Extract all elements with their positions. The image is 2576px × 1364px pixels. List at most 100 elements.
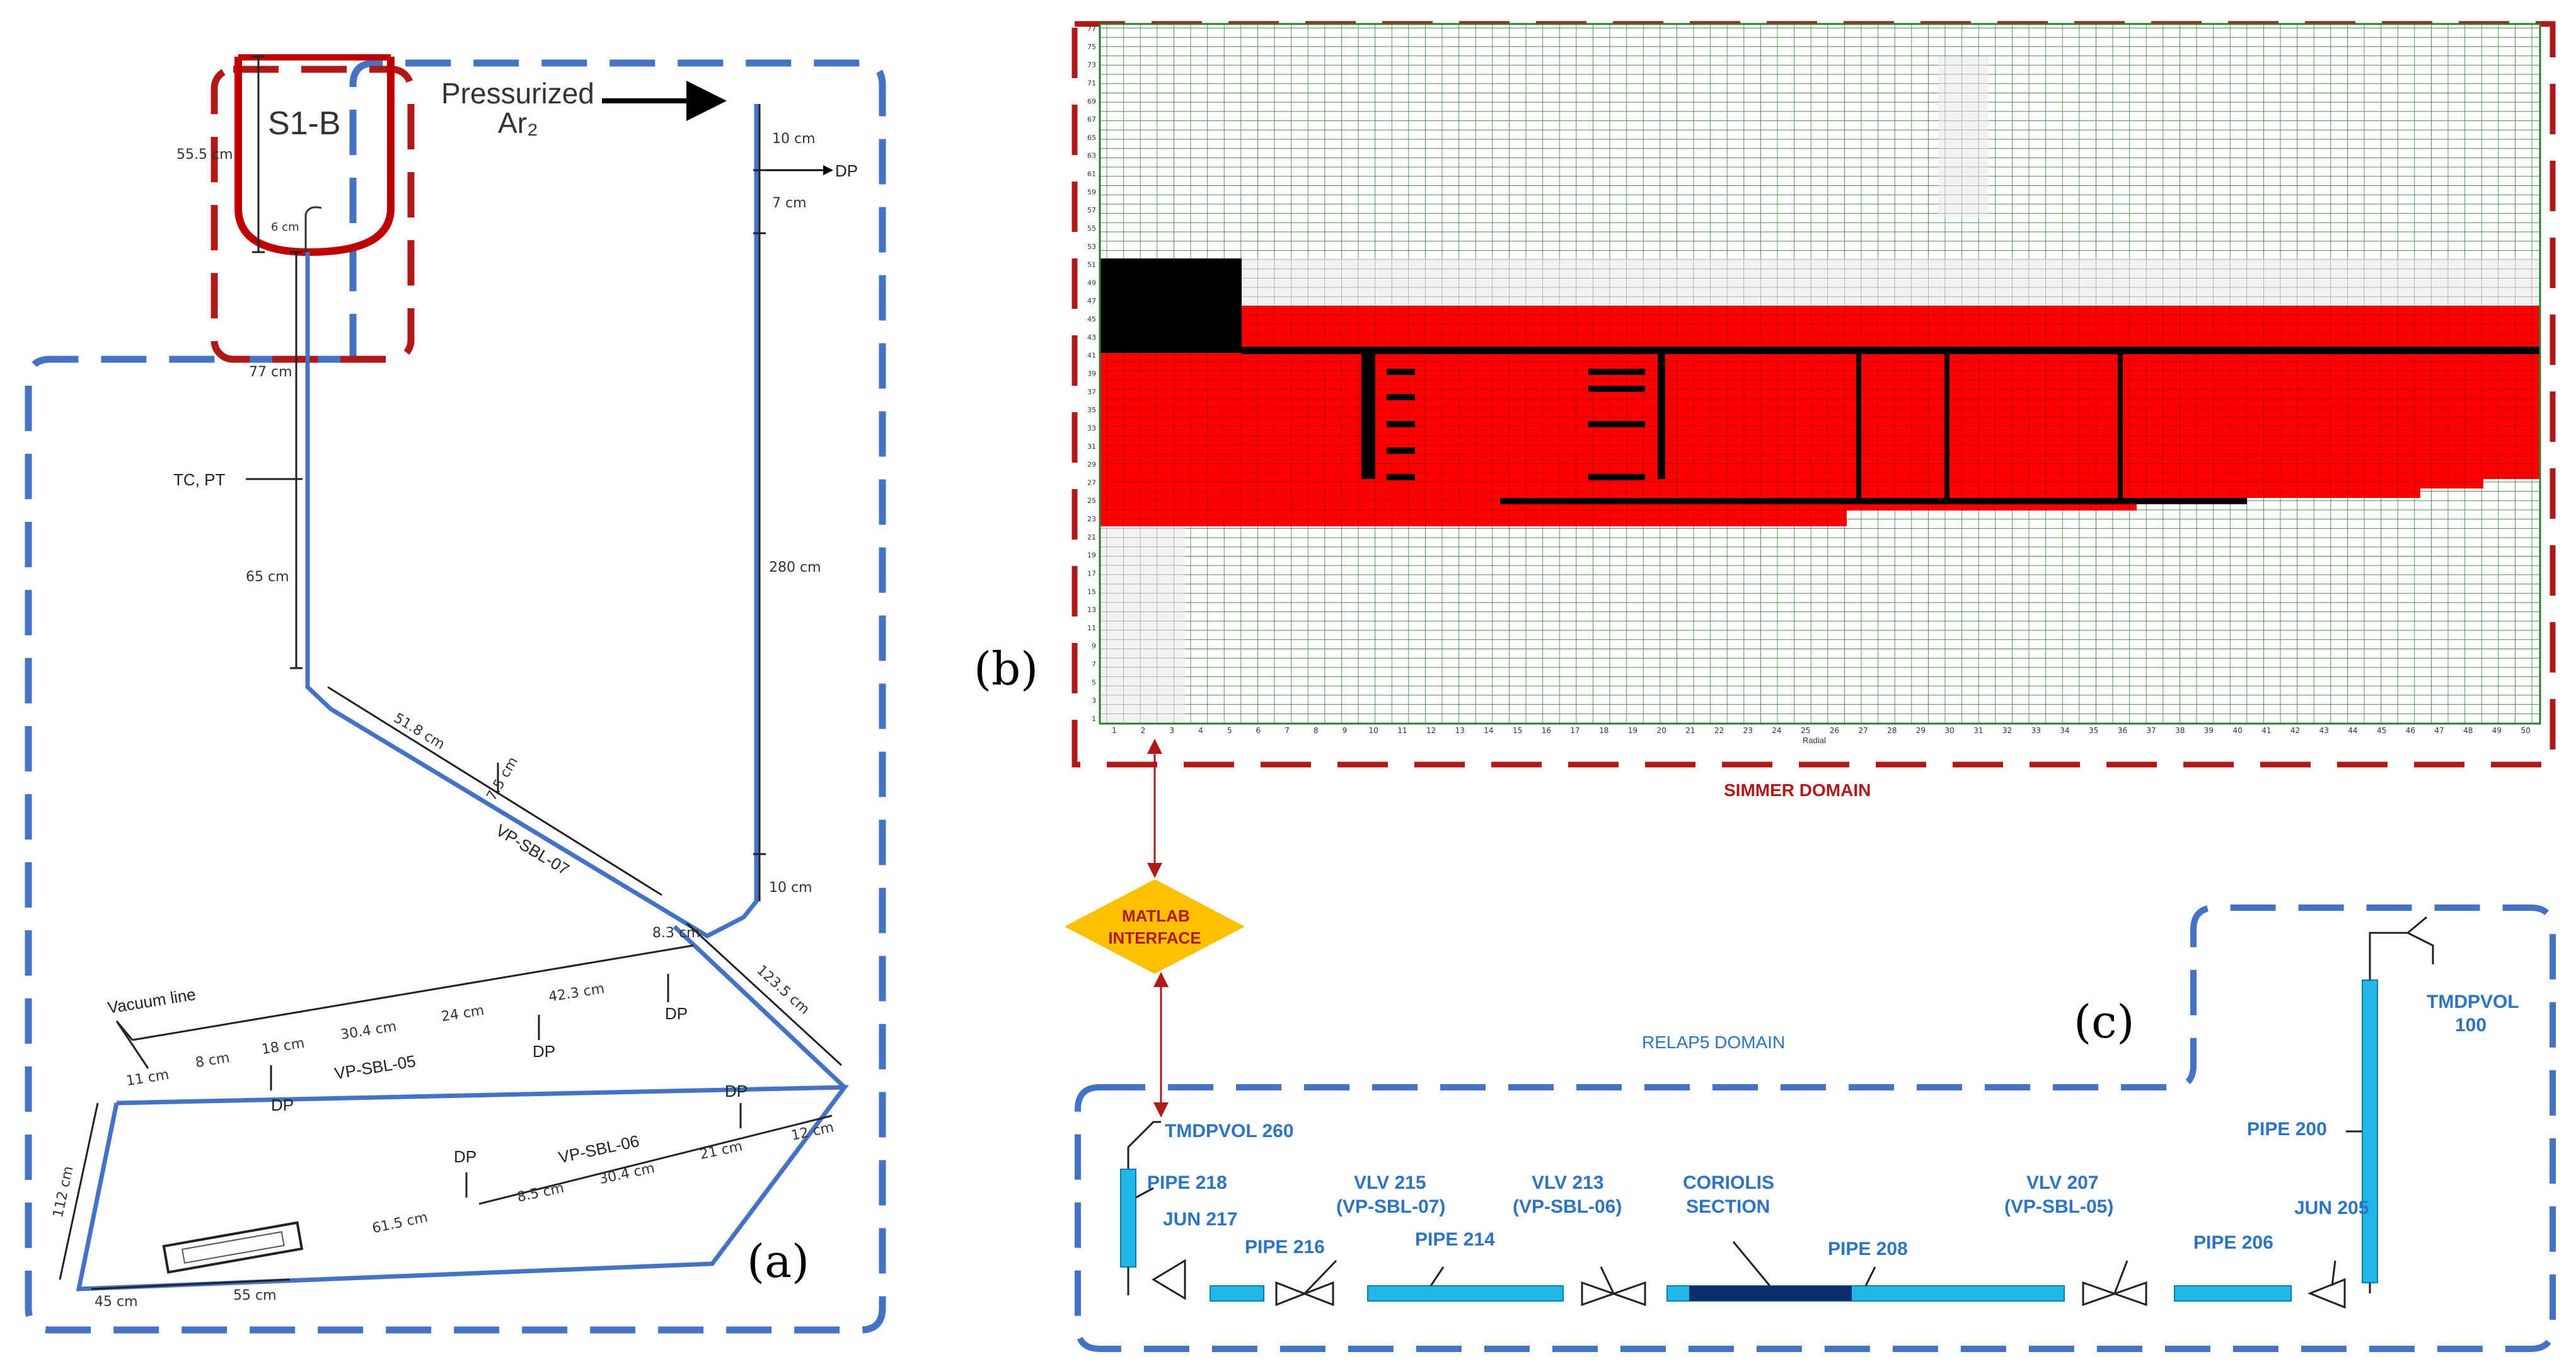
panel-b: 1357911131517192123252729313335373941434… <box>1071 21 2556 768</box>
x-tick-label: 9 <box>1343 726 1348 735</box>
y-tick-labels: 1357911131517192123252729313335373941434… <box>1087 25 1096 723</box>
coolant-region <box>1100 306 2540 526</box>
x-tick-label: 36 <box>2118 726 2127 735</box>
loop-piping <box>305 104 759 939</box>
panel-a-label: (a) <box>747 1235 810 1288</box>
dim-10-bot: 10 cm <box>769 880 812 896</box>
x-tick-label: 1 <box>1112 726 1117 735</box>
dp-label-1: DP <box>271 1095 294 1114</box>
y-tick-label: 1 <box>1092 715 1096 723</box>
tc-pt-label: TC, PT <box>173 470 226 489</box>
x-tick-label: 18 <box>1599 726 1609 735</box>
x-tick-label: 5 <box>1227 726 1232 735</box>
y-tick-label: 51 <box>1087 261 1096 269</box>
dim-65: 65 cm <box>246 569 289 585</box>
x-tick-label: 28 <box>1887 726 1897 735</box>
y-tick-label: 71 <box>1087 79 1096 87</box>
tmdpvol-100-label-b: 100 <box>2455 1015 2487 1036</box>
y-tick-label: 31 <box>1087 442 1096 451</box>
x-tick-label: 12 <box>1426 726 1436 735</box>
dim-45: 45 cm <box>95 1294 138 1310</box>
pipe-200 <box>2362 980 2378 1283</box>
vlv-215-label-a: VLV 215 <box>1354 1172 1426 1193</box>
x-axis-title: Radial <box>1803 736 1826 745</box>
matlab-interface <box>1065 739 1245 1118</box>
gas-strip-upper <box>1938 57 1989 217</box>
x-tick-label: 14 <box>1484 726 1493 735</box>
panel-c-label: (c) <box>2074 995 2135 1048</box>
x-tick-label: 27 <box>1858 726 1868 735</box>
x-tick-label: 47 <box>2434 726 2444 735</box>
gas-column-left <box>1100 526 1185 724</box>
y-tick-label: 41 <box>1087 352 1096 360</box>
y-tick-label: 37 <box>1087 388 1096 396</box>
vessel-label: S1-B <box>268 105 341 142</box>
y-tick-label: 33 <box>1087 424 1096 432</box>
y-tick-label: 63 <box>1087 152 1096 160</box>
vlv-207-symbol <box>2082 1260 2147 1307</box>
x-tick-label: 33 <box>2031 726 2041 735</box>
y-tick-label: 5 <box>1092 678 1096 686</box>
interface-label-line2: INTERFACE <box>1108 928 1201 947</box>
y-tick-label: 11 <box>1087 624 1096 632</box>
vlv-215-symbol <box>1275 1259 1337 1307</box>
x-tick-label: 16 <box>1542 726 1551 735</box>
x-tick-label: 34 <box>2060 726 2069 735</box>
simmer-domain-label: SIMMER DOMAIN <box>1724 780 1871 800</box>
y-tick-label: 17 <box>1087 569 1096 577</box>
vessel-dip-tube <box>304 206 322 252</box>
y-tick-label: 15 <box>1087 587 1096 596</box>
y-tick-label: 21 <box>1087 533 1096 541</box>
x-tick-label: 15 <box>1513 726 1522 735</box>
coriolis-label-b: SECTION <box>1686 1196 1770 1217</box>
x-tick-label: 40 <box>2233 726 2243 735</box>
vessel-body <box>234 57 395 257</box>
dim-55-5: 55.5 cm <box>176 147 233 163</box>
y-tick-label: 39 <box>1087 370 1096 378</box>
pressurized-label: Pressurized <box>441 77 594 110</box>
x-tick-label: 29 <box>1916 726 1926 735</box>
panel-a <box>25 54 886 1334</box>
vlv-213-label-a: VLV 213 <box>1532 1172 1604 1193</box>
pipe-200-label: PIPE 200 <box>2247 1119 2327 1140</box>
pipe-214-label: PIPE 214 <box>1415 1229 1495 1250</box>
y-tick-label: 47 <box>1087 297 1096 305</box>
dim-6: 6 cm <box>271 221 299 234</box>
x-tick-label: 6 <box>1256 726 1261 735</box>
dim-8-3: 8.3 cm <box>652 925 700 941</box>
vlv-207-label-a: VLV 207 <box>2026 1172 2099 1193</box>
pipe-218-tick <box>1135 1187 1154 1199</box>
x-tick-label: 37 <box>2146 726 2156 735</box>
pipe-218 <box>1120 1169 1136 1268</box>
x-tick-label: 38 <box>2175 726 2185 735</box>
coriolis-section <box>1689 1286 1852 1301</box>
y-tick-label: 49 <box>1087 279 1096 287</box>
x-tick-label: 41 <box>2261 726 2271 735</box>
y-tick-label: 55 <box>1087 224 1096 233</box>
structure-block <box>1100 258 1242 353</box>
x-tick-label: 39 <box>2204 726 2214 735</box>
tmdpvol-260-label: TMDPVOL 260 <box>1165 1121 1294 1141</box>
x-tick-label: 4 <box>1198 726 1203 735</box>
jun-205-symbol <box>2307 1260 2346 1309</box>
vlv-213-label-b: (VP-SBL-06) <box>1513 1196 1622 1217</box>
x-tick-label: 21 <box>1685 726 1695 735</box>
y-tick-label: 45 <box>1087 315 1096 323</box>
y-tick-label: 19 <box>1087 552 1096 560</box>
x-tick-label: 42 <box>2290 726 2300 735</box>
x-tick-label: 24 <box>1772 726 1781 735</box>
x-tick-label: 25 <box>1801 726 1810 735</box>
dp-top-label: DP <box>835 161 858 180</box>
vlv-207-label-b: (VP-SBL-05) <box>2004 1196 2114 1217</box>
pipe-208-leader <box>1864 1266 1876 1286</box>
x-tick-label: 10 <box>1369 726 1378 735</box>
loop-piping-lower <box>76 1085 850 1292</box>
jun-205-label: JUN 205 <box>2294 1198 2369 1218</box>
gas-plenum <box>1242 258 2540 306</box>
tmdpvol-100-symbol <box>2369 916 2434 980</box>
vlv-213-symbol <box>1581 1266 1646 1307</box>
dim-7: 7 cm <box>772 195 807 211</box>
